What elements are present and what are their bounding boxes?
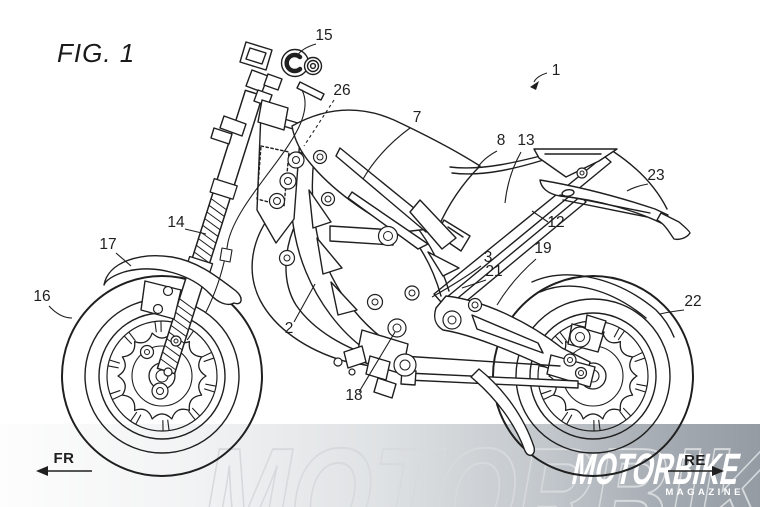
rear-wheel: [492, 275, 694, 477]
figure-title: FIG. 1: [57, 38, 135, 68]
leader-1-arrowhead: [530, 81, 539, 90]
direction-front: FR: [36, 450, 92, 476]
leader-12: [531, 210, 549, 223]
ref-label-16: 16: [33, 288, 50, 305]
leader-14: [184, 228, 207, 235]
leader-21: [461, 279, 487, 289]
leader-3: [431, 265, 482, 298]
watermark-band: [0, 424, 760, 507]
ref-label-1: 1: [552, 62, 561, 79]
reference-labels: 1 2 3 7 8 12 13 14 15 16 17 18 19 21 22 …: [33, 27, 701, 404]
motorcycle-drawing: [61, 41, 694, 477]
ref-label-21: 21: [485, 263, 502, 280]
ref-label-19: 19: [534, 240, 551, 257]
ref-label-17: 17: [99, 236, 116, 253]
handlebar-cluster: [210, 41, 325, 145]
ref-label-13: 13: [517, 132, 534, 149]
ref-label-2: 2: [285, 320, 294, 337]
swingarm: [434, 295, 596, 388]
leader-16: [48, 305, 73, 319]
ref-label-23: 23: [647, 167, 664, 184]
front-brake-caliper: [140, 280, 182, 320]
bolts: [139, 149, 591, 400]
fr-arrowhead: [36, 466, 48, 476]
leader-18: [358, 331, 396, 393]
ref-label-22: 22: [684, 293, 701, 310]
leader-2: [293, 283, 316, 323]
front-fork: [156, 89, 264, 375]
tail-assembly: [533, 148, 691, 241]
re-arrowhead: [712, 466, 724, 476]
fr-label: FR: [54, 450, 75, 467]
ref-label-15: 15: [315, 27, 332, 44]
ref-label-18: 18: [345, 387, 362, 404]
ref-label-14: 14: [167, 214, 185, 231]
side-stand: [470, 368, 536, 457]
direction-rear: RE: [668, 452, 724, 476]
logo-subtext: MAGAZINE: [665, 487, 744, 498]
ref-label-12: 12: [547, 214, 564, 231]
body-panels: [291, 109, 557, 277]
re-label: RE: [684, 452, 706, 469]
ref-label-3: 3: [484, 249, 493, 266]
leader-19: [496, 258, 537, 306]
leader-7: [362, 127, 411, 180]
rear-fender: [531, 274, 675, 338]
dotted-box-26: [256, 145, 290, 207]
ref-label-26: 26: [333, 82, 350, 99]
watermark-outline-text: MOTORBIKE: [191, 419, 760, 507]
leader-22: [659, 309, 685, 315]
leader-15: [296, 43, 317, 57]
ref-label-8: 8: [497, 132, 506, 149]
leader-8: [477, 150, 498, 168]
leader-13: [504, 151, 522, 204]
leader-17: [115, 252, 132, 267]
front-fender: [103, 255, 242, 306]
brake-cable: [205, 89, 306, 313]
ref-label-7: 7: [413, 109, 422, 126]
leader-23: [626, 183, 649, 192]
leader-1: [533, 72, 548, 83]
leader-lines: [48, 43, 685, 393]
